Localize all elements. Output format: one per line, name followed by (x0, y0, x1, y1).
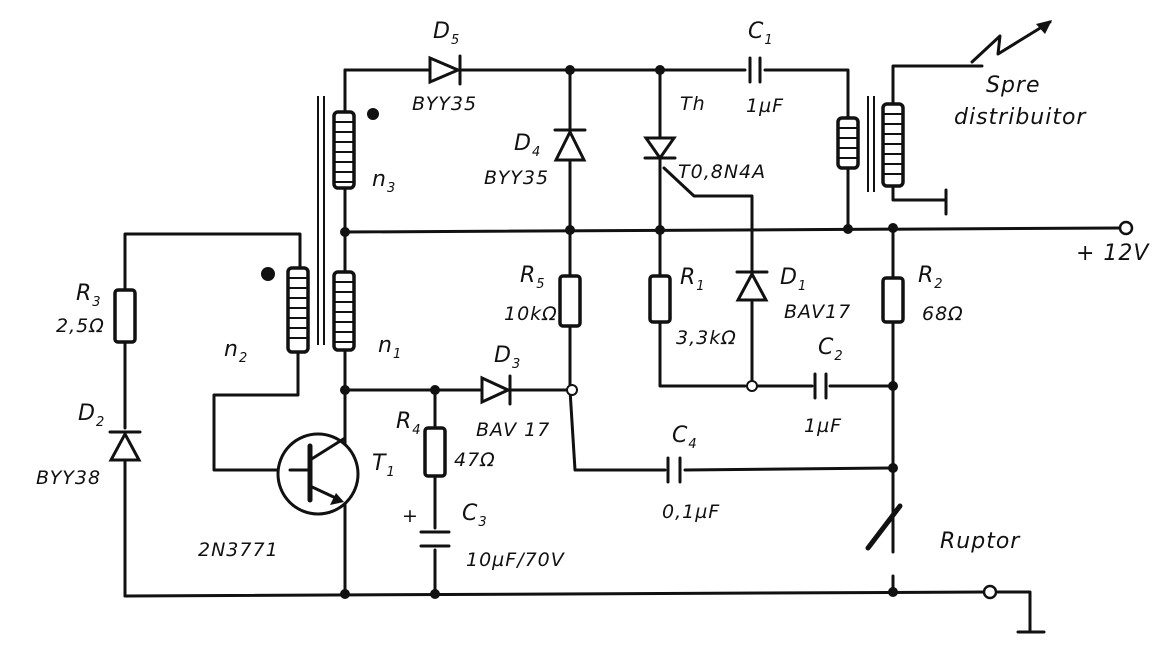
coil-n3 (332, 110, 356, 190)
component-labels: D5 BYY35 C1 1µF Spre distribuitor D4 BYY… (36, 19, 1150, 571)
label-r5: R5 (520, 263, 546, 292)
capacitor-c4 (666, 456, 682, 484)
ignition-coil-secondary (881, 102, 905, 188)
thyristor-th (643, 136, 677, 161)
capacitor-c2 (813, 372, 828, 400)
capacitor-c1 (748, 56, 762, 84)
transistor-t1 (276, 432, 360, 516)
label-th-part: T0,8N4A (678, 161, 766, 183)
label-spre: Spre (986, 73, 1041, 98)
label-c3-plus: + (402, 505, 419, 527)
ignition-coil-primary (836, 116, 860, 170)
label-ruptor: Ruptor (940, 529, 1021, 554)
resistor-r5 (558, 274, 582, 328)
n3-polarity-dot (367, 108, 379, 120)
label-n1: n1 (378, 333, 402, 362)
ruptor-switch (865, 503, 903, 594)
terminal-ground (982, 584, 998, 600)
terminal-plus-12v (1118, 220, 1134, 236)
diode-d1 (735, 270, 769, 302)
coil-n2 (286, 266, 310, 354)
resistor-r1 (648, 274, 672, 324)
label-t1-part: 2N3771 (198, 539, 279, 561)
resistor-r3 (113, 288, 137, 344)
label-d1-part: BAV17 (784, 301, 851, 323)
diode-d2 (108, 430, 142, 462)
label-d5: D5 (433, 19, 460, 48)
label-c2: C2 (818, 335, 844, 364)
junction-dots (340, 65, 898, 599)
label-d5-part: BYY35 (412, 93, 477, 115)
label-c1-value: 1µF (746, 95, 784, 117)
spark-arrow-icon (970, 20, 1052, 64)
label-t1: T1 (372, 451, 396, 480)
label-r2-value: 68Ω (922, 303, 964, 325)
coil-n1 (332, 270, 356, 352)
label-d2-part: BYY38 (36, 467, 101, 489)
label-c4: C4 (672, 423, 698, 452)
resistor-r2 (881, 276, 905, 324)
capacitor-c3 (419, 530, 451, 548)
diode-d3 (480, 374, 512, 406)
label-c4-value: 0,1µF (662, 501, 720, 523)
label-supply-12v: + 12V (1076, 241, 1150, 266)
label-c2-value: 1µF (804, 415, 842, 437)
spark-arrowhead (1036, 20, 1052, 34)
transformer-cores (317, 96, 875, 345)
label-r1: R1 (680, 265, 706, 294)
label-d4: D4 (514, 131, 541, 160)
label-r3-value: 2,5Ω (56, 315, 105, 337)
diode-d5 (428, 54, 462, 86)
label-r5-value: 10kΩ (504, 303, 558, 325)
label-r1-value: 3,3kΩ (676, 327, 737, 349)
label-n2: n2 (224, 337, 248, 366)
n2-polarity-dot (261, 267, 275, 281)
label-th: Th (680, 93, 706, 115)
label-n3: n3 (372, 167, 396, 196)
label-c3-value: 10µF/70V (466, 549, 566, 571)
label-r4: R4 (396, 409, 422, 438)
label-d2: D2 (78, 401, 105, 430)
label-distribuitor: distribuitor (954, 105, 1087, 130)
label-r3: R3 (76, 281, 102, 310)
label-c3: C3 (462, 501, 488, 530)
label-d3: D3 (494, 343, 521, 372)
label-d1: D1 (780, 265, 807, 294)
label-d3-part: BAV 17 (476, 419, 550, 441)
label-c1: C1 (748, 19, 774, 48)
label-r2: R2 (918, 263, 944, 292)
label-r4-value: 47Ω (454, 449, 496, 471)
resistor-r4 (423, 426, 447, 478)
diode-d4 (553, 128, 587, 162)
label-d4-part: BYY35 (484, 167, 549, 189)
